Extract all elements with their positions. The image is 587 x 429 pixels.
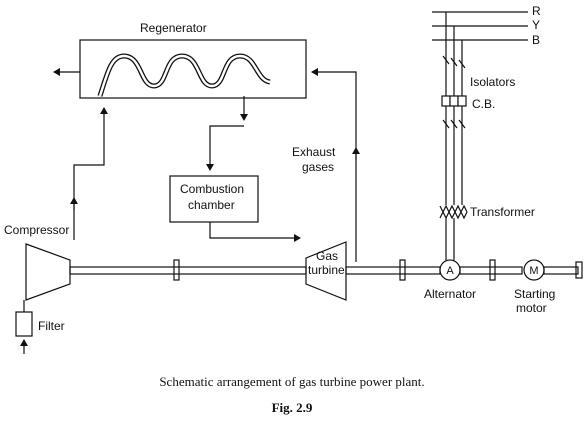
phase-r-label: R [532,4,541,18]
combustion-chamber-box [169,175,259,223]
caption-text: Schematic arrangement of gas turbine pow… [159,374,424,389]
transformer-symbol [439,204,468,220]
shaft-left [69,266,307,275]
shaft-end-cap [575,261,583,279]
compressed-air-line [73,107,108,240]
coupling-3 [489,259,496,281]
cb-1 [441,95,451,107]
alternator-symbol: A [446,265,454,277]
combustion-label-line1: Combustion [180,182,244,196]
cb-3 [457,95,467,107]
shaft-right [459,266,523,275]
filter-label: Filter [38,319,65,333]
regenerator-box [79,39,307,99]
shaft-middle [345,266,441,275]
regenerator-label: Regenerator [140,21,207,35]
hot-air-line [206,125,244,171]
shaft-end [543,266,579,275]
alternator-circle [439,259,461,281]
regenerator-coil [97,53,271,97]
isolators-label: Isolators [470,75,515,89]
coupling-2 [399,259,406,281]
coupling-1 [173,259,180,281]
transformer-label: Transformer [470,205,535,219]
isolators-symbol [442,55,466,69]
turbine-exhaust-line [311,68,357,262]
alternator-label: Alternator [424,287,476,301]
motor-symbol: M [529,265,538,277]
cb-2 [449,95,459,107]
hot-gas-line [209,222,301,242]
gas-turbine-shape [305,241,347,301]
phase-y-label: Y [532,18,540,32]
compressor-shape [25,243,71,301]
combustion-label-line2: chamber [188,198,235,212]
filter-box [15,311,33,337]
starting-motor-circle [523,259,545,281]
gas-turbine-label-line2: turbine [308,263,345,277]
cb-label: C.B. [472,97,495,111]
gas-turbine-label-line1: Gas [316,249,338,263]
phase-b-label: B [532,33,540,47]
exhaust-label-line2: gases [302,160,334,174]
starting-motor-label-line1: Starting [514,287,555,301]
starting-motor-label-line2: motor [516,301,547,315]
figure-number: Fig. 2.9 [272,400,313,415]
exhaust-label-line1: Exhaust [292,145,336,159]
compressor-label: Compressor [4,223,69,237]
